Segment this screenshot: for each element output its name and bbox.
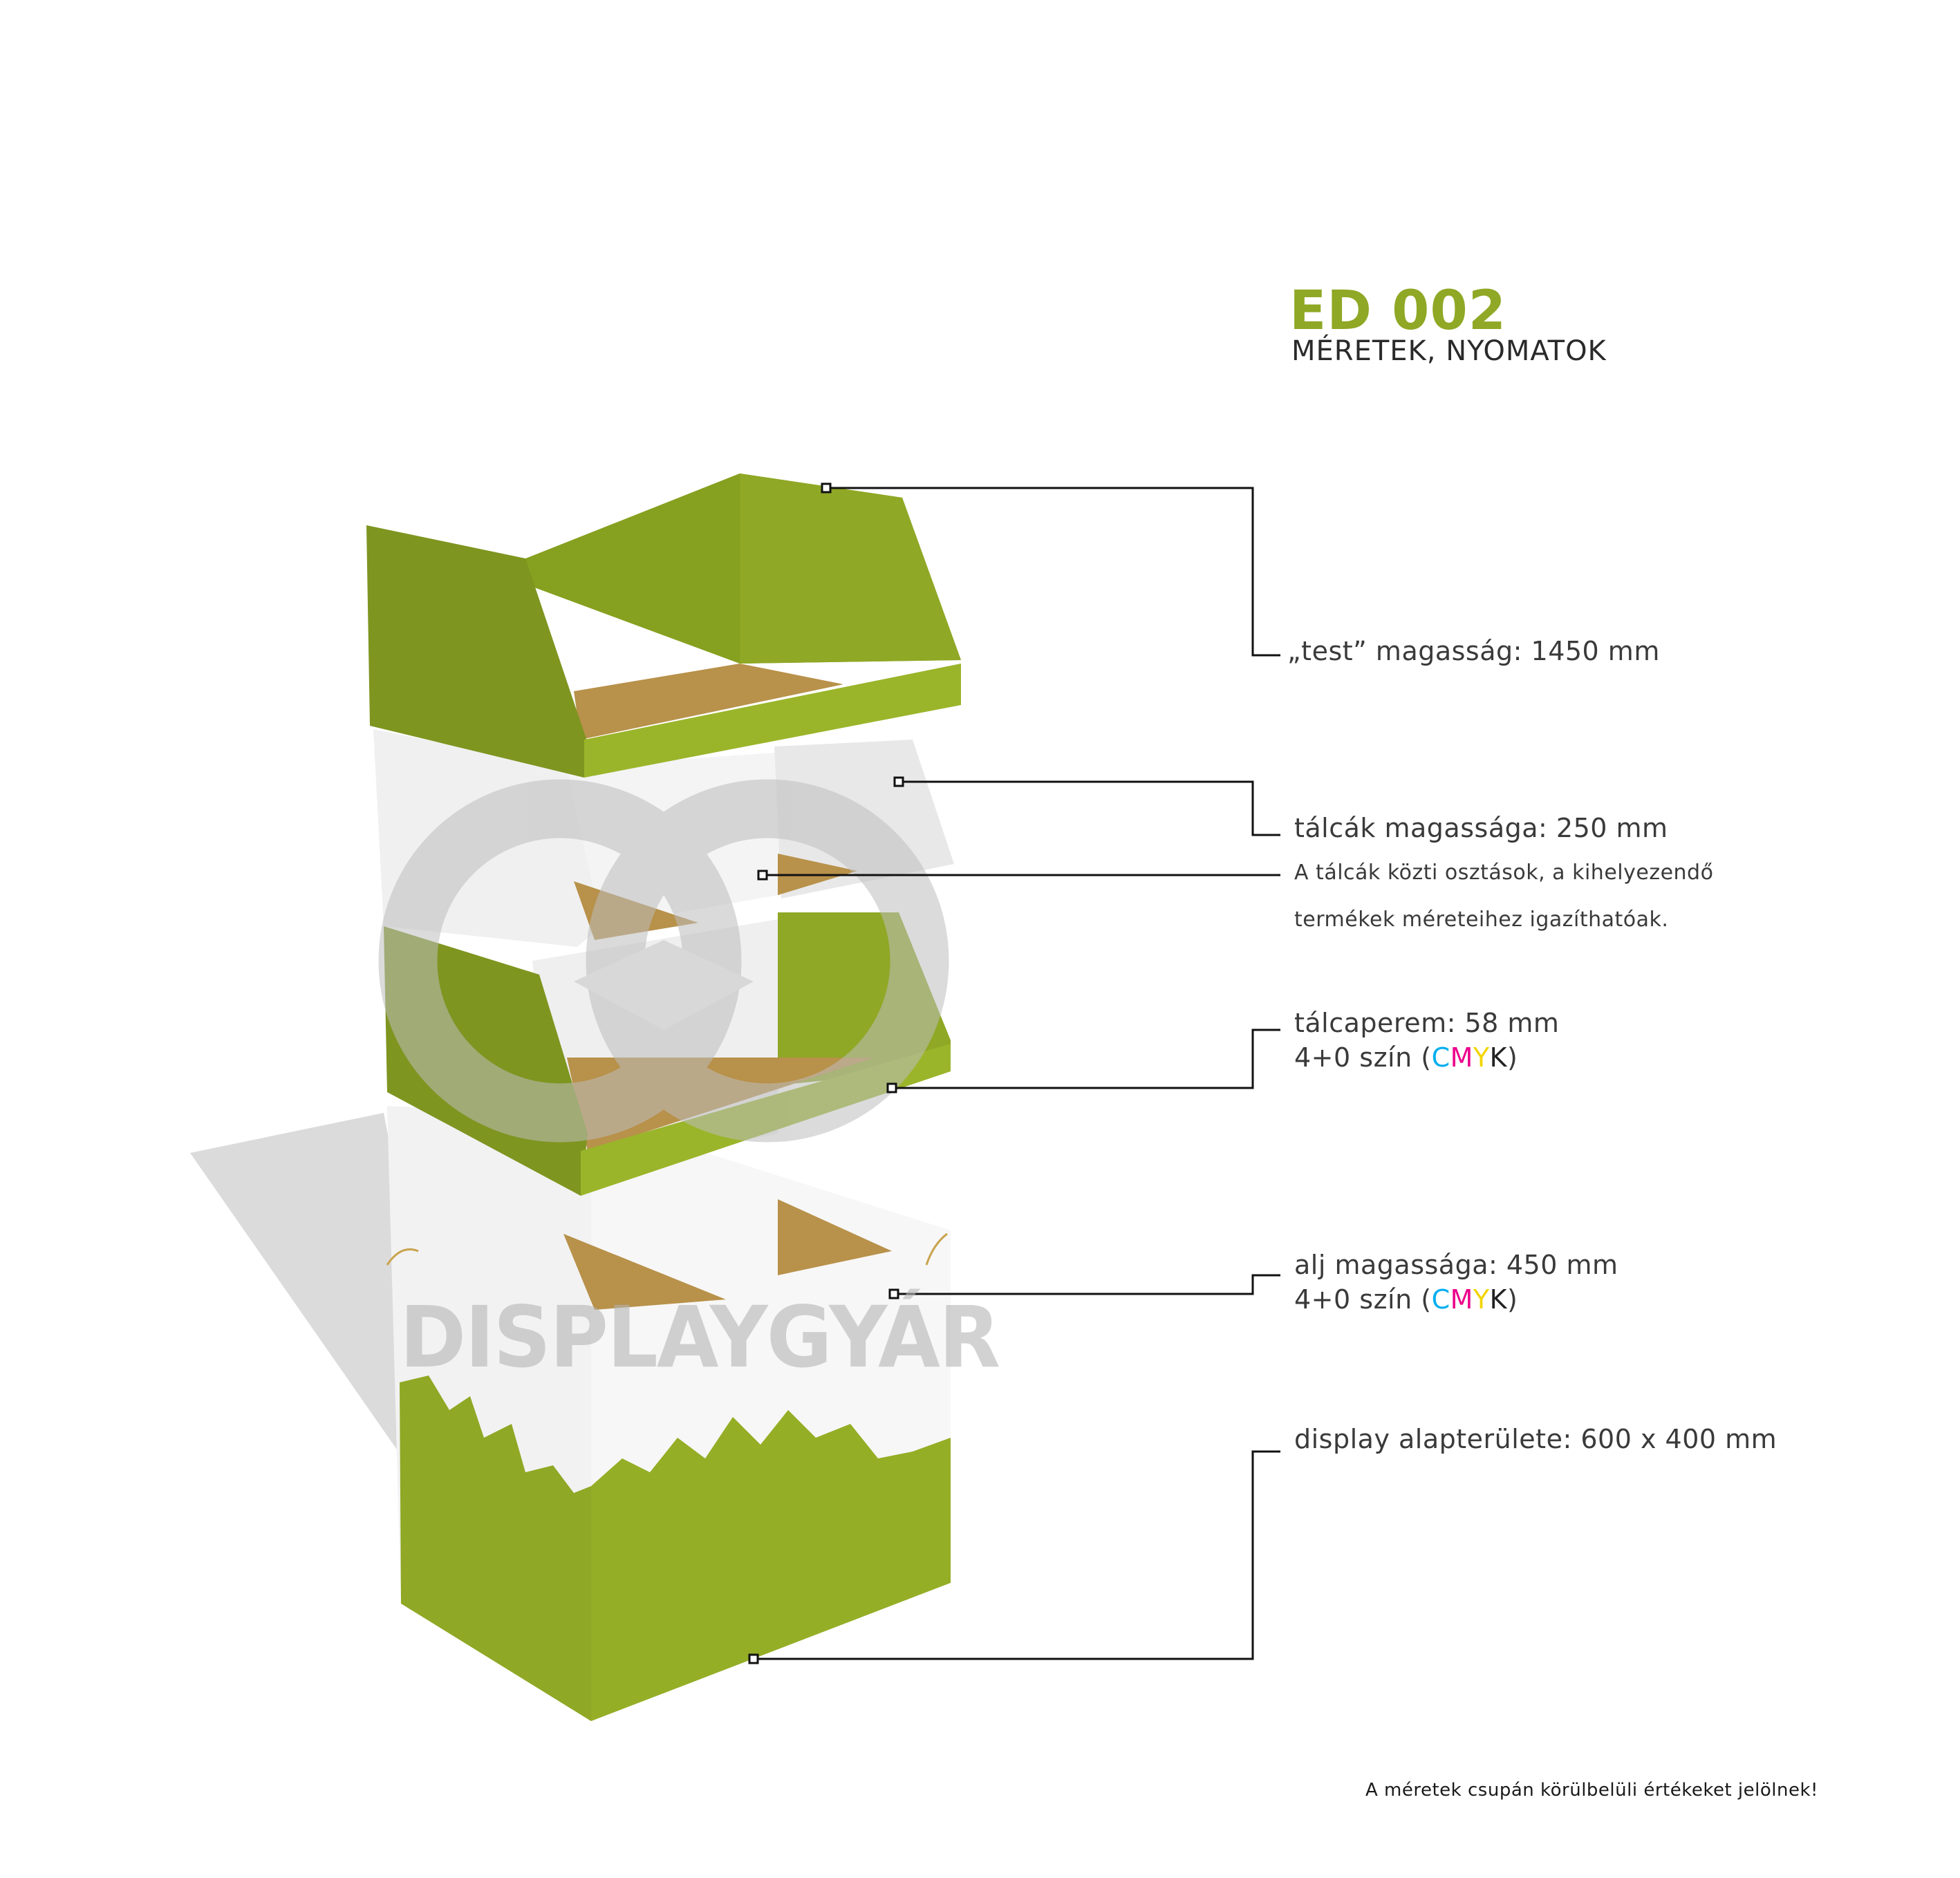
cmyk-k: K [1489,1284,1508,1315]
callout-tray-rim: tálcaperem: 58 mm [1294,1008,1560,1038]
cmyk-y: Y [1473,1042,1490,1073]
watermark-box-shape [574,940,754,1030]
leader-markers [748,482,904,1664]
base-green-front [591,1410,951,1721]
leader-lines [754,487,1280,1660]
page-subtitle: MÉRETEK, NYOMATOK [1291,335,1607,367]
watermark-text: DISPLAYGYÁR [400,1288,1000,1387]
callout-tray-height: tálcák magassága: 250 mm [1294,813,1668,843]
base-unit [386,1106,951,1721]
leader-tray-rim [892,1029,1280,1089]
cmyk-k: K [1489,1042,1508,1073]
print-suffix: ) [1507,1284,1518,1315]
callout-tray-note-line2: termékek méreteihez igazíthatóak. [1294,908,1669,932]
leader-base-height [894,1274,1280,1295]
ground-shadow [190,1113,449,1465]
disclaimer-note: A méretek csupán körülbelüli értékeket j… [1365,1780,1818,1801]
print-prefix: 4+0 szín ( [1294,1042,1432,1073]
top-tray-left-panel [366,525,588,778]
base-shelf-left [563,1234,726,1310]
watermark-circle-right [586,779,949,1143]
top-tray [366,473,961,778]
top-tray-front-rim [584,664,961,778]
watermark-logo [378,779,949,1143]
marker-tray-rim [886,1082,897,1093]
marker-footprint [748,1653,759,1664]
marker-base-height [888,1288,899,1299]
callout-base-print: 4+0 szín (CMYK) [1294,1284,1518,1315]
leader-footprint [754,1450,1280,1660]
cmyk-m: M [1450,1284,1473,1315]
top-tray-right-wall [740,473,961,664]
base-green-left [400,1375,591,1721]
leader-tray-height [899,780,1280,836]
callout-footprint: display alapterülete: 600 x 400 mm [1294,1424,1777,1454]
gold-arc-left [386,1248,419,1266]
callout-base-height: alj magassága: 450 mm [1294,1250,1618,1280]
cmyk-c: C [1431,1284,1450,1315]
cmyk-y: Y [1473,1284,1490,1315]
watermark-circle-left [378,779,742,1143]
marker-tray-height [893,776,904,787]
marker-tray-divider [757,870,768,881]
leader-body-height [826,487,1280,657]
callout-tray-rim-print: 4+0 szín (CMYK) [1294,1042,1518,1073]
marker-body-height [821,482,832,494]
base-shelf-right [778,1199,892,1275]
cmyk-c: C [1431,1042,1450,1073]
print-suffix: ) [1507,1042,1518,1073]
product-code-title: ED 002 [1289,280,1507,342]
callout-body-height: „test” magasság: 1450 mm [1287,636,1660,666]
gold-arc-right [925,1232,948,1266]
print-prefix: 4+0 szín ( [1294,1284,1432,1315]
callout-tray-note-line1: A tálcák közti osztások, a kihelyezendő [1294,861,1714,885]
top-tray-floor [574,664,843,740]
cmyk-m: M [1450,1042,1473,1073]
